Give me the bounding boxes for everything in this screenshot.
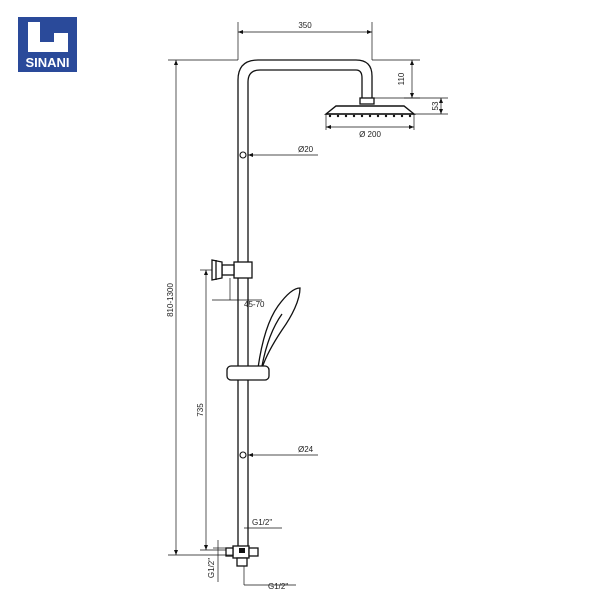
diverter-stem	[221, 264, 235, 276]
shower-head	[324, 105, 416, 115]
dim-side-thread: G1/2"	[207, 558, 216, 578]
pipe-outer	[237, 59, 373, 555]
dim-upper-pipe: Ø20	[298, 145, 314, 154]
dim-head-diameter: Ø 200	[359, 130, 381, 139]
pipe-inner	[247, 69, 363, 555]
dim-arm-height: 110	[397, 72, 406, 85]
dim-adjustment: 45-70	[244, 300, 265, 309]
dim-lower-pipe: Ø24	[298, 445, 314, 454]
dim-mixer-height: 735	[196, 403, 205, 417]
pipe-joint-lower	[239, 451, 247, 459]
diverter-body	[233, 261, 253, 279]
brand-logo: SINANI	[18, 17, 77, 72]
diverter-knob	[211, 259, 223, 281]
head-connector	[359, 97, 375, 105]
pipe-joint-upper	[239, 151, 247, 159]
dim-head-thickness: 53	[431, 101, 440, 110]
dim-upper-thread: G1/2"	[252, 518, 272, 527]
dim-arm-reach: 350	[298, 21, 312, 30]
slider-clamp	[226, 365, 270, 381]
dim-total-height: 810-1300	[166, 283, 175, 317]
dim-lower-thread: G1/2"	[268, 582, 288, 591]
logo-mark-icon	[28, 22, 68, 52]
brand-name: SINANI	[25, 55, 70, 70]
